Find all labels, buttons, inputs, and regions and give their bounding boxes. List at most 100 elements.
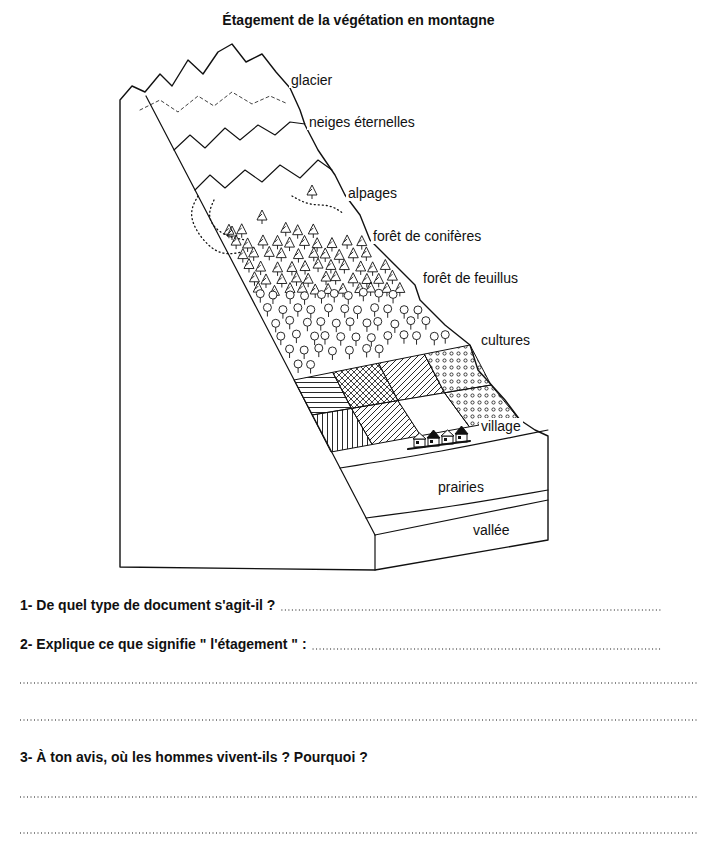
tree-trunk xyxy=(378,297,379,302)
deciduous-tree xyxy=(269,291,277,299)
question-text: 1- De quel type de document s'agit-il ? xyxy=(18,597,277,613)
deciduous-tree xyxy=(315,344,323,352)
conifer-tree xyxy=(387,270,397,284)
conifer-tree xyxy=(281,222,291,236)
conifer-tree xyxy=(320,248,330,262)
tree-trunk xyxy=(307,326,308,331)
deciduous-tree xyxy=(286,345,294,353)
deciduous-tree xyxy=(272,319,280,327)
tree-trunk xyxy=(403,339,404,344)
zone-label: forêt de feuillus xyxy=(421,270,520,286)
tree-trunk xyxy=(379,353,380,358)
question-text: 2- Explique ce que signifie " l'étagemen… xyxy=(18,636,309,652)
deciduous-tree xyxy=(294,360,302,368)
answer-dotted-line xyxy=(20,797,697,798)
tree-trunk xyxy=(310,314,311,319)
illustration-group xyxy=(120,44,548,570)
house-window xyxy=(458,436,461,439)
tree-trunk xyxy=(318,352,319,357)
conifer-tree xyxy=(256,261,266,275)
deciduous-tree xyxy=(441,331,449,339)
deciduous-tree xyxy=(277,332,285,340)
conifer-tree xyxy=(326,259,336,273)
conifer-tree xyxy=(244,259,254,273)
deciduous-tree xyxy=(337,333,345,341)
deciduous-tree xyxy=(352,333,360,341)
tree-trunk xyxy=(304,300,305,305)
zone-label: alpages xyxy=(346,185,399,201)
conifer-tree xyxy=(361,247,371,261)
answer-dotted-line xyxy=(313,649,662,650)
deciduous-tree xyxy=(286,316,294,324)
conifer-tree xyxy=(357,236,367,250)
tree-trunk xyxy=(340,341,341,346)
conifer-tree xyxy=(269,285,279,299)
house-window xyxy=(430,440,433,443)
tree-trunk xyxy=(289,353,290,358)
answer-dotted-line xyxy=(281,610,662,611)
zone-label: neiges éternelles xyxy=(307,114,417,130)
conifer-tree xyxy=(300,235,310,249)
zone-label: vallée xyxy=(471,522,512,538)
conifer-tree xyxy=(249,272,259,286)
glacier-crevasse xyxy=(140,92,288,112)
deciduous-tree xyxy=(279,306,287,314)
conifer-tree xyxy=(331,271,341,285)
conifer-tree xyxy=(285,237,295,251)
deciduous-tree xyxy=(300,346,308,354)
tree-trunk xyxy=(387,313,388,318)
deciduous-tree xyxy=(414,306,422,314)
tree-trunk xyxy=(348,300,349,305)
conifer-tree xyxy=(308,224,318,238)
deciduous-tree xyxy=(341,305,349,313)
deciduous-tree xyxy=(292,330,300,338)
conifer-tree xyxy=(261,274,271,288)
side-face-edge xyxy=(146,96,375,535)
conifer-tree xyxy=(238,249,248,263)
conifer-tree xyxy=(277,273,287,287)
front-face-edge xyxy=(374,535,375,570)
tree-trunk xyxy=(374,312,375,317)
deciduous-tree xyxy=(307,306,315,314)
tree-trunk xyxy=(304,354,305,359)
tree-trunk xyxy=(275,327,276,332)
tree-trunk xyxy=(282,314,283,319)
zone-label: glacier xyxy=(289,72,334,88)
pasture-stipple xyxy=(210,200,246,240)
conifer-tree xyxy=(380,259,390,273)
deciduous-tree xyxy=(430,332,438,340)
deciduous-tree xyxy=(359,288,367,296)
deciduous-tree xyxy=(422,317,430,325)
conifer-tree xyxy=(348,273,358,287)
deciduous-tree xyxy=(374,317,382,325)
conifer-tree xyxy=(237,224,247,238)
field-plot xyxy=(424,345,491,393)
deciduous-tree xyxy=(325,304,333,312)
tree-trunk xyxy=(328,312,329,317)
tree-trunk xyxy=(366,352,367,357)
deciduous-tree xyxy=(375,289,383,297)
tree-trunk xyxy=(425,325,426,330)
deciduous-tree xyxy=(400,306,408,314)
conifer-tree xyxy=(300,261,310,275)
conifer-tree xyxy=(276,248,286,262)
zone-label: forêt de conifères xyxy=(371,228,483,244)
deciduous-tree xyxy=(286,291,294,299)
conifer-tree xyxy=(273,262,283,276)
tree-trunk xyxy=(349,354,350,359)
conifer-tree xyxy=(334,249,344,263)
deciduous-tree xyxy=(256,290,264,298)
village-ground xyxy=(408,441,470,449)
mountain-outline xyxy=(120,44,548,570)
deciduous-tree xyxy=(363,344,371,352)
snow-line xyxy=(174,122,305,150)
conifer-tree xyxy=(368,262,378,276)
tree-trunk xyxy=(298,368,299,373)
conifer-tree xyxy=(356,261,366,275)
tree-trunk xyxy=(267,312,268,317)
deciduous-tree xyxy=(301,292,309,300)
deciduous-tree xyxy=(363,319,371,327)
deciduous-tree xyxy=(346,318,354,326)
